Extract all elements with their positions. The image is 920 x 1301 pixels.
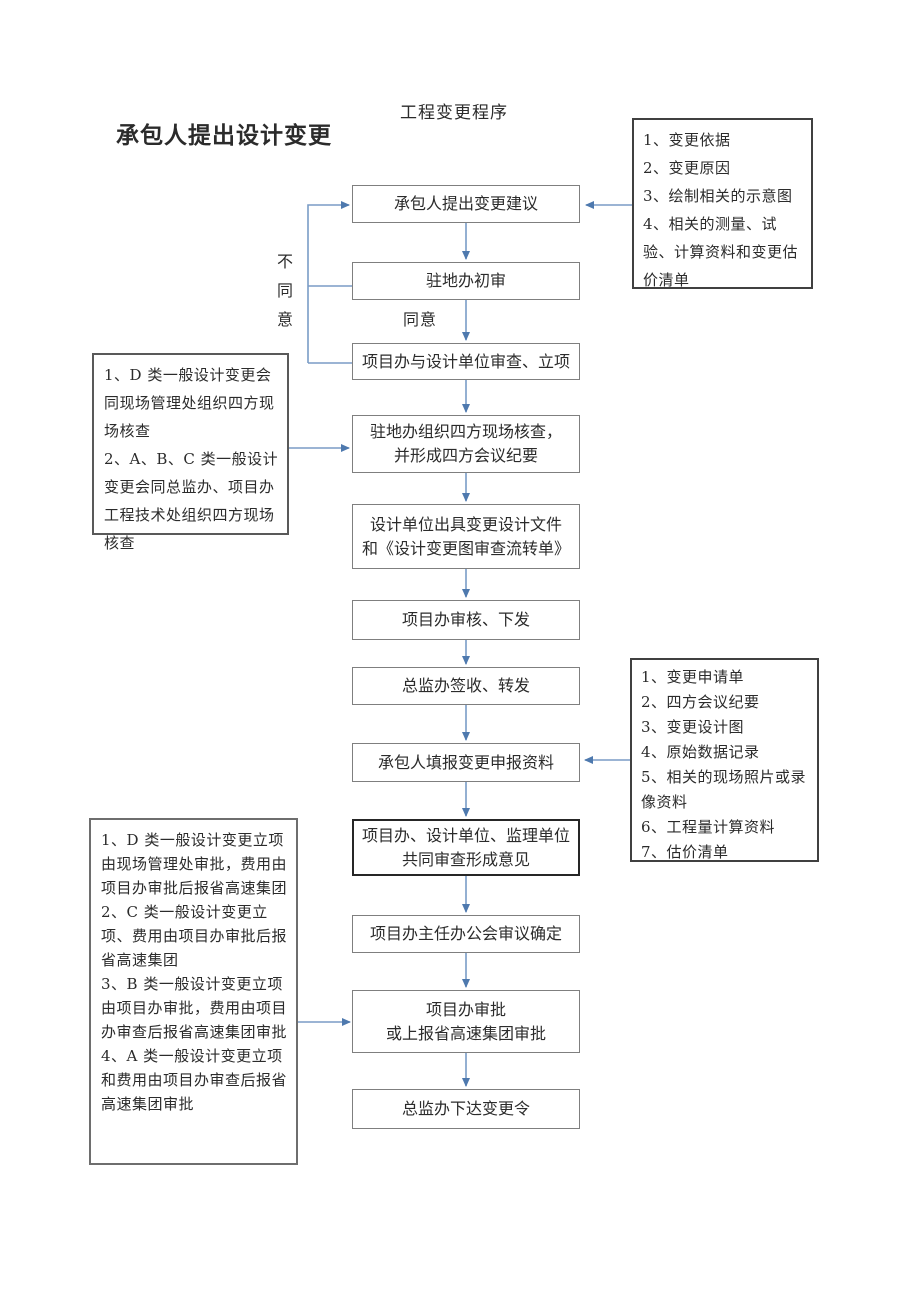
note-approval-categories: 1、D 类一般设计变更立项由现场管理处审批，费用由项目办审批后报省高速集团 2、… [89,818,298,1165]
note-item: 6、工程量计算资料 [641,818,776,836]
note-item: 2、A、B、C 类一般设计变更会同总监办、项目办工程技术处组织四方现场核查 [104,450,279,552]
flow-step-resident-office-review: 驻地办初审 [352,262,580,300]
note-item: 1、D 类一般设计变更立项由现场管理处审批，费用由项目办审批后报省高速集团 [101,831,288,897]
flow-step-site-verification: 驻地办组织四方现场核查， 并形成四方会议纪要 [352,415,580,473]
note-proposal-attachments: 1、变更依据 2、变更原因 3、绘制相关的示意图 4、相关的测量、试验、计算资料… [632,118,813,289]
diagram-heading: 承包人提出设计变更 [116,122,332,149]
flow-step-contractor-proposal: 承包人提出变更建议 [352,185,580,223]
note-item: 3、绘制相关的示意图 [643,187,793,205]
note-application-materials: 1、变更申请单 2、四方会议纪要 3、变更设计图 4、原始数据记录 5、相关的现… [630,658,819,862]
note-verification-categories: 1、D 类一般设计变更会同现场管理处组织四方现场核查 2、A、B、C 类一般设计… [92,353,289,552]
note-item: 3、B 类一般设计变更立项由项目办审批，费用由项目办审查后报省高速集团审批 [101,975,288,1041]
flow-step-change-order-issued: 总监办下达变更令 [352,1089,580,1129]
note-item: 3、变更设计图 [641,718,745,736]
note-item: 2、C 类一般设计变更立项、费用由项目办审批后报省高速集团 [101,903,288,969]
note-item: 7、估价清单 [641,843,729,861]
note-item: 2、四方会议纪要 [641,693,760,711]
note-item: 1、变更申请单 [641,668,745,686]
note-item: 1、D 类一般设计变更会同现场管理处组织四方现场核查 [104,366,275,440]
flow-step-project-office-approval: 项目办审批 或上报省高速集团审批 [352,990,580,1053]
flow-step-supervision-office-forward: 总监办签收、转发 [352,667,580,705]
note-item: 2、变更原因 [643,159,731,177]
flow-step-contractor-application: 承包人填报变更申报资料 [352,743,580,782]
branch-label-agree: 同意 [403,310,438,329]
feedback-disagree-return [307,201,350,363]
note-item: 5、相关的现场照片或录像资料 [641,768,807,811]
flow-step-project-office-issue: 项目办审核、下发 [352,600,580,640]
flow-step-joint-review-opinion: 项目办、设计单位、监理单位 共同审查形成意见 [352,819,580,876]
branch-label-disagree: 不 同 意 [276,252,293,329]
flow-step-design-documents: 设计单位出具变更设计文件 和《设计变更图审查流转单》 [352,504,580,569]
note-item: 4、A 类一般设计变更立项和费用由项目办审查后报省高速集团审批 [101,1047,288,1113]
flow-step-project-office-design-review: 项目办与设计单位审查、立项 [352,343,580,380]
flow-step-director-meeting: 项目办主任办公会审议确定 [352,915,580,953]
page-title: 工程变更程序 [400,103,508,123]
note-item: 4、原始数据记录 [641,743,760,761]
note-item: 1、变更依据 [643,131,731,149]
note-item: 4、相关的测量、试验、计算资料和变更估价清单 [643,215,799,289]
